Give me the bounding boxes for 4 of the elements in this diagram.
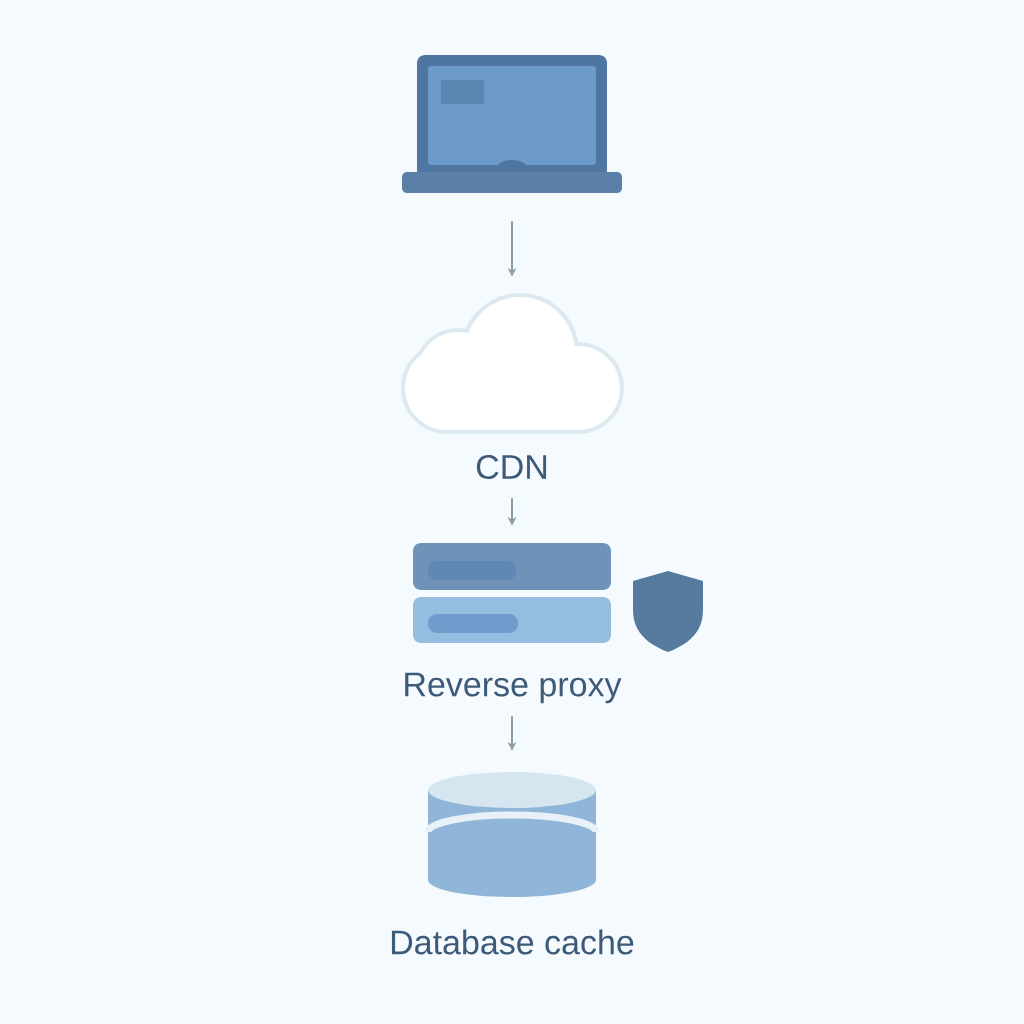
node-label: Database cache bbox=[391, 929, 634, 955]
node-label: Reverse proxy bbox=[405, 672, 622, 704]
laptop-icon bbox=[402, 55, 622, 193]
node-label: CDN bbox=[476, 454, 547, 480]
